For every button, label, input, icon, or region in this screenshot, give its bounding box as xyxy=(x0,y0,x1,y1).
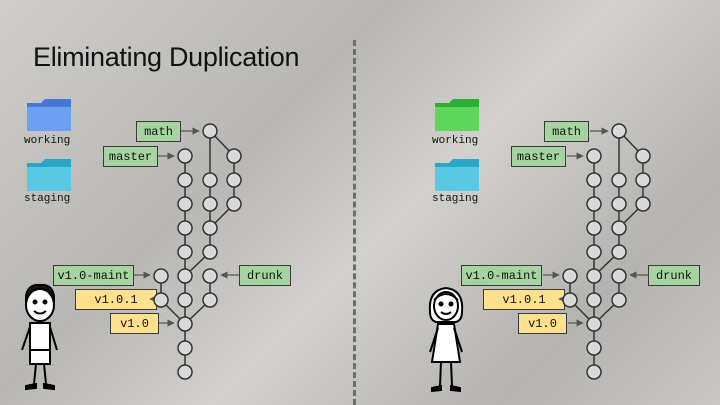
branch-v1-maint: v1.0-maint xyxy=(461,265,542,286)
tag-v1-0: v1.0 xyxy=(518,313,567,334)
slide-title: Eliminating Duplication xyxy=(33,42,300,72)
commit-node xyxy=(153,268,169,284)
branch-drunk: drunk xyxy=(648,265,700,286)
left-commits xyxy=(153,123,242,380)
tag-v1-0-1: v1.0.1 xyxy=(483,289,565,310)
commit-node xyxy=(153,292,169,308)
commit-node xyxy=(635,148,651,164)
commit-node xyxy=(586,292,602,308)
commit-node xyxy=(226,172,242,188)
girl-figure xyxy=(428,286,464,393)
commit-node xyxy=(611,292,627,308)
commit-node xyxy=(611,196,627,212)
branch-math: math xyxy=(136,121,181,142)
commit-node xyxy=(586,244,602,260)
commit-node xyxy=(177,364,193,380)
commit-node xyxy=(177,316,193,332)
commit-node xyxy=(635,196,651,212)
commit-node xyxy=(611,123,627,139)
tag-v1-0: v1.0 xyxy=(110,313,159,334)
commit-node xyxy=(562,268,578,284)
commit-node xyxy=(611,244,627,260)
left-commit-graph xyxy=(160,130,235,372)
right-commit-graph-group xyxy=(543,123,651,380)
commit-node xyxy=(177,220,193,236)
commit-node xyxy=(226,196,242,212)
working-folder-icon xyxy=(435,99,479,131)
staging-folder-label: staging xyxy=(24,193,71,205)
commit-node xyxy=(586,148,602,164)
commit-node xyxy=(586,316,602,332)
commit-node xyxy=(586,268,602,284)
branch-math: math xyxy=(544,121,589,142)
branch-drunk: drunk xyxy=(239,265,291,286)
commit-node xyxy=(202,244,218,260)
staging-folder-icon xyxy=(27,159,71,191)
commit-node xyxy=(611,220,627,236)
working-folder-label: working xyxy=(432,135,479,147)
commit-node xyxy=(586,340,602,356)
commit-node xyxy=(177,244,193,260)
commit-node xyxy=(202,220,218,236)
tag-v1-0-1: v1.0.1 xyxy=(75,289,157,310)
branch-master: master xyxy=(511,146,566,167)
commit-node xyxy=(635,172,651,188)
staging-folder-icon xyxy=(435,159,479,191)
commit-node xyxy=(177,148,193,164)
working-folder-label: working xyxy=(24,135,71,147)
commit-node xyxy=(177,340,193,356)
commit-node xyxy=(177,196,193,212)
commit-node xyxy=(202,123,218,139)
commit-node xyxy=(202,196,218,212)
commit-node xyxy=(586,196,602,212)
commit-node xyxy=(611,172,627,188)
commit-node xyxy=(586,172,602,188)
branch-master: master xyxy=(103,146,158,167)
working-folder-icon xyxy=(27,99,71,131)
commit-node xyxy=(226,148,242,164)
commit-node xyxy=(586,220,602,236)
panel-divider xyxy=(353,40,356,405)
commit-node xyxy=(202,292,218,308)
commit-node xyxy=(586,364,602,380)
commit-node xyxy=(177,292,193,308)
branch-v1-maint: v1.0-maint xyxy=(53,265,134,286)
commit-node xyxy=(202,268,218,284)
boy-figure xyxy=(21,283,58,391)
staging-folder-label: staging xyxy=(432,193,479,205)
commit-node xyxy=(611,268,627,284)
commit-node xyxy=(202,172,218,188)
commit-node xyxy=(177,268,193,284)
commit-node xyxy=(177,172,193,188)
commit-node xyxy=(562,292,578,308)
